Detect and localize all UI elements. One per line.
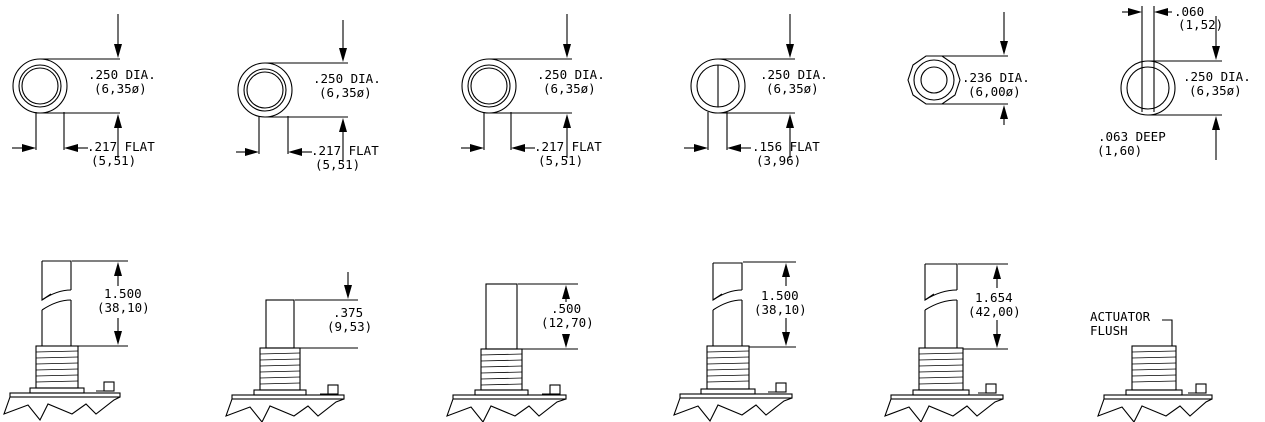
- dia-mm-label: (6,35ø): [1189, 83, 1242, 98]
- dia-mm-label: (6,35ø): [94, 81, 147, 96]
- side-view-5: 1.654 (42,00): [884, 263, 1021, 422]
- top-view-1: .250 DIA. (6,35ø) .217 FLAT (5,51): [12, 14, 156, 168]
- side-view-3: .500 (12,70): [446, 283, 594, 422]
- flat-mm-label: (5,51): [315, 157, 360, 172]
- dia-label: .236 DIA.: [962, 70, 1030, 85]
- length-label: 1.654: [975, 290, 1013, 305]
- actuator-note-line1: ACTUATOR: [1090, 309, 1151, 324]
- slot-depth-mm-label: (1,60): [1097, 143, 1142, 158]
- dia-mm-label: (6,35ø): [766, 81, 819, 96]
- dia-mm-label: (6,35ø): [543, 81, 596, 96]
- dia-mm-label: (6,35ø): [319, 85, 372, 100]
- flat-mm-label: (5,51): [91, 153, 136, 168]
- length-mm-label: (38,10): [754, 302, 807, 317]
- side-view-2: .375 (9,53): [225, 272, 372, 422]
- dia-label: .250 DIA.: [88, 67, 156, 82]
- flat-label: .156 FLAT: [752, 139, 820, 154]
- top-view-3: .250 DIA. (6,35ø) .217 FLAT (5,51): [461, 14, 605, 168]
- top-view-2: .250 DIA. (6,35ø) .217 FLAT (5,51): [236, 20, 381, 172]
- actuator-note-line2: FLUSH: [1090, 323, 1128, 338]
- length-label: .375: [333, 305, 363, 320]
- side-view-1: 1.500 (38,10): [3, 260, 150, 422]
- length-mm-label: (38,10): [97, 300, 150, 315]
- side-view-6: ACTUATOR FLUSH: [1090, 309, 1213, 422]
- length-label: 1.500: [761, 288, 799, 303]
- dia-label: .250 DIA.: [537, 67, 605, 82]
- flat-label: .217 FLAT: [311, 143, 379, 158]
- flat-label: .217 FLAT: [534, 139, 602, 154]
- dia-label: .250 DIA.: [760, 67, 828, 82]
- slot-depth-label: .063 DEEP: [1098, 129, 1166, 144]
- length-mm-label: (9,53): [327, 319, 372, 334]
- dia-label: .250 DIA.: [313, 71, 381, 86]
- slot-width-mm-label: (1,52): [1178, 17, 1223, 32]
- dia-mm-label: (6,00ø): [968, 84, 1021, 99]
- length-mm-label: (12,70): [541, 315, 594, 330]
- length-label: .500: [551, 301, 581, 316]
- top-view-4: .250 DIA. (6,35ø) .156 FLAT (3,96): [684, 14, 828, 168]
- flat-label: .217 FLAT: [87, 139, 155, 154]
- top-view-6: .060 (1,52) .250 DIA. (6,35ø) .063 DEEP …: [1097, 4, 1251, 160]
- top-view-5: .236 DIA. (6,00ø): [907, 12, 1030, 125]
- flat-mm-label: (3,96): [756, 153, 801, 168]
- length-mm-label: (42,00): [968, 304, 1021, 319]
- side-view-4: 1.500 (38,10): [673, 261, 807, 422]
- dia-label: .250 DIA.: [1183, 69, 1251, 84]
- length-label: 1.500: [104, 286, 142, 301]
- flat-mm-label: (5,51): [538, 153, 583, 168]
- slot-width-label: .060: [1174, 4, 1204, 19]
